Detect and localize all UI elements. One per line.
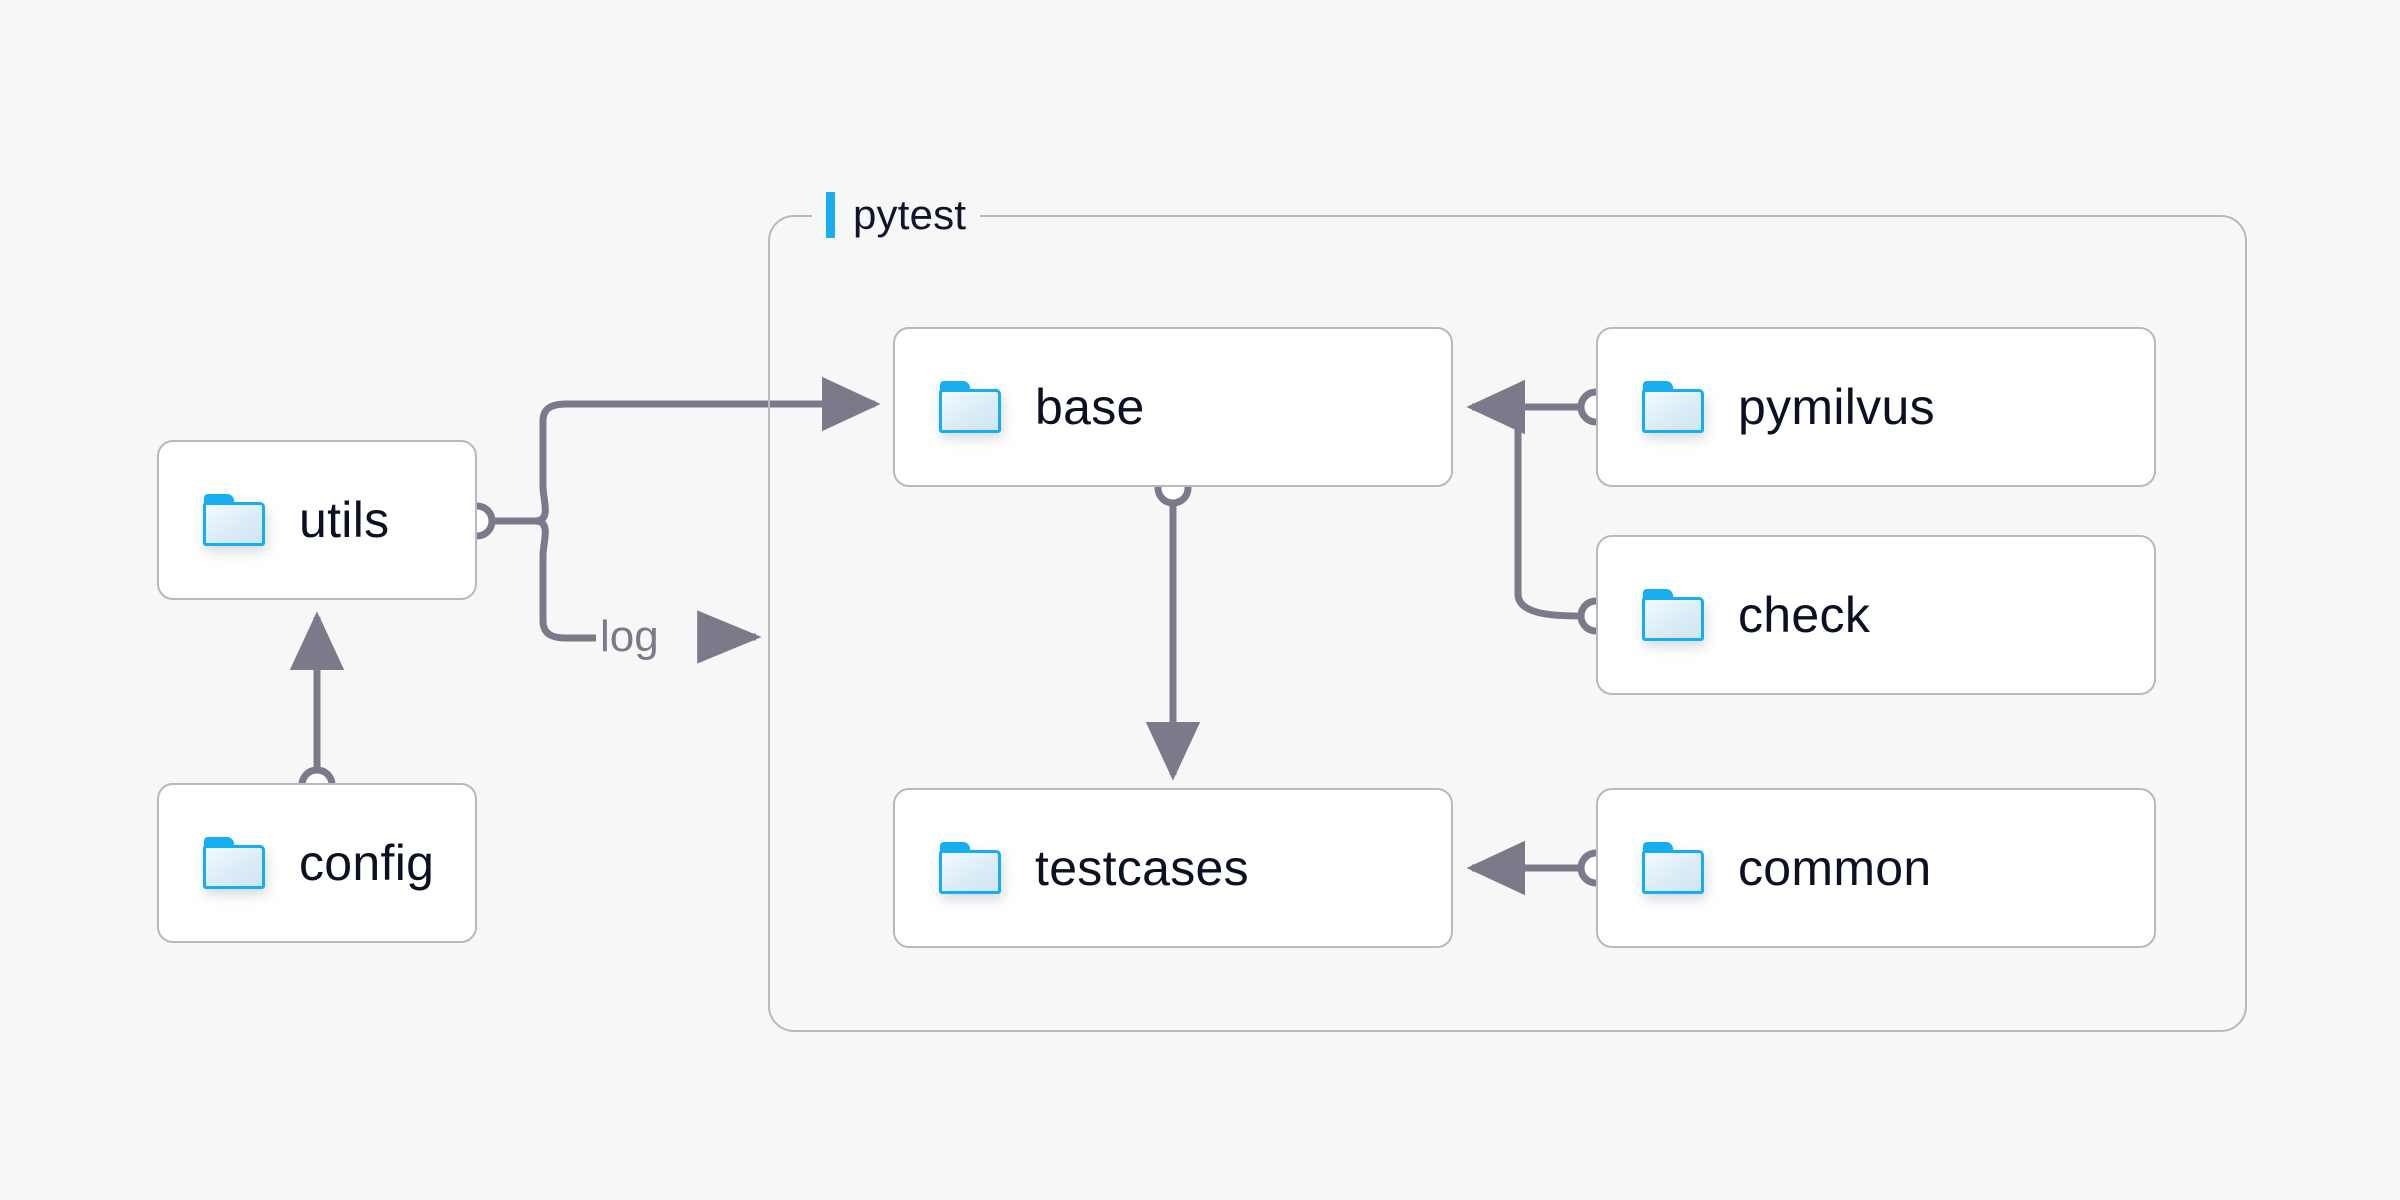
node-pymilvus[interactable]: pymilvus bbox=[1596, 327, 2156, 487]
group-label-text: pytest bbox=[853, 191, 967, 238]
group-accent-bar bbox=[826, 192, 835, 238]
folder-icon bbox=[1642, 381, 1704, 433]
folder-icon bbox=[939, 842, 1001, 894]
group-container-pytest[interactable] bbox=[768, 215, 2247, 1032]
node-config[interactable]: config bbox=[157, 783, 477, 943]
edge-utils-log bbox=[534, 517, 596, 642]
node-testcases[interactable]: testcases bbox=[893, 788, 1453, 948]
node-label-check: check bbox=[1738, 587, 1871, 643]
node-common[interactable]: common bbox=[1596, 788, 2156, 948]
folder-icon bbox=[203, 837, 265, 889]
edge-label-log: log bbox=[600, 612, 659, 661]
node-check[interactable]: check bbox=[1596, 535, 2156, 695]
node-label-common: common bbox=[1738, 840, 1932, 896]
folder-icon bbox=[1642, 589, 1704, 641]
node-label-pymilvus: pymilvus bbox=[1738, 379, 1935, 435]
node-label-base: base bbox=[1035, 379, 1145, 435]
group-label-pytest: pytest bbox=[812, 187, 981, 243]
node-label-utils: utils bbox=[299, 492, 390, 548]
folder-icon bbox=[939, 381, 1001, 433]
node-utils[interactable]: utils bbox=[157, 440, 477, 600]
folder-icon bbox=[203, 494, 265, 546]
node-label-config: config bbox=[299, 835, 435, 891]
node-label-testcases: testcases bbox=[1035, 840, 1249, 896]
folder-icon bbox=[1642, 842, 1704, 894]
node-base[interactable]: base bbox=[893, 327, 1453, 487]
